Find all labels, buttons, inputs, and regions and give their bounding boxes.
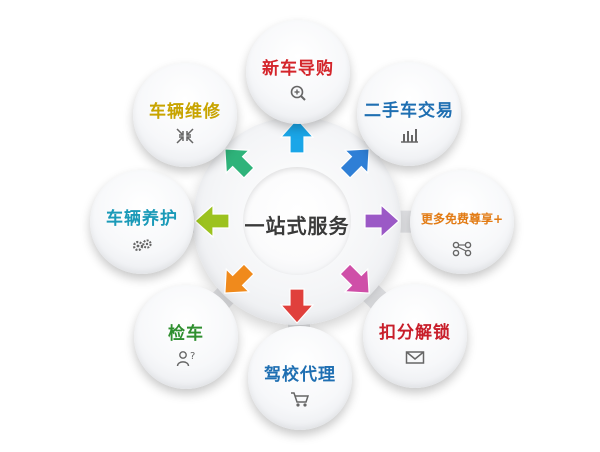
node-label: 驾校代理 bbox=[264, 365, 336, 385]
direction-arrow bbox=[279, 118, 315, 154]
arrow-shape bbox=[279, 288, 315, 324]
node-license-points[interactable]: 扣分解锁 bbox=[363, 284, 467, 388]
node-car-repair[interactable]: 车辆维修 bbox=[133, 63, 237, 167]
node-new-car-guide[interactable]: 新车导购 bbox=[246, 20, 350, 124]
center-hub bbox=[243, 167, 351, 275]
node-label: 二手车交易 bbox=[364, 101, 454, 121]
node-driving-school[interactable]: 驾校代理 bbox=[248, 326, 352, 430]
bar-chart-icon bbox=[398, 126, 420, 144]
node-label: 扣分解锁 bbox=[379, 323, 451, 343]
direction-arrow bbox=[339, 148, 370, 179]
direction-arrow bbox=[224, 263, 255, 294]
cart-icon bbox=[289, 390, 311, 408]
direction-arrow bbox=[224, 148, 255, 179]
arrow-shape bbox=[339, 263, 370, 294]
svg-text:?: ? bbox=[190, 351, 195, 362]
node-used-car-trade[interactable]: 二手车交易 bbox=[357, 62, 461, 166]
node-label: 车辆维修 bbox=[149, 102, 221, 122]
node-car-inspection[interactable]: 检车 ? bbox=[134, 285, 238, 389]
arrow-shape bbox=[224, 148, 255, 179]
node-label: 更多免费尊享+ bbox=[420, 212, 504, 226]
node-more-free[interactable]: 更多免费尊享+ bbox=[410, 170, 514, 274]
direction-arrow bbox=[364, 203, 400, 239]
user-question-icon: ? bbox=[175, 349, 197, 367]
node-car-care[interactable]: 车辆养护 bbox=[90, 170, 194, 274]
arrow-shape bbox=[339, 148, 370, 179]
gears-icon bbox=[131, 236, 153, 254]
arrow-shape bbox=[279, 118, 315, 154]
direction-arrow bbox=[194, 203, 230, 239]
mail-icon bbox=[404, 348, 426, 366]
center-title: 一站式服务 bbox=[244, 214, 350, 238]
arrow-shape bbox=[194, 203, 230, 239]
arrow-shape bbox=[224, 263, 255, 294]
direction-arrow bbox=[339, 263, 370, 294]
node-label: 新车导购 bbox=[262, 59, 334, 79]
direction-arrow bbox=[279, 288, 315, 324]
node-label: 检车 bbox=[168, 324, 204, 344]
zoom-in-icon bbox=[287, 84, 309, 102]
network-icon bbox=[451, 240, 473, 258]
node-label: 车辆养护 bbox=[106, 209, 178, 229]
collapse-arrows-icon bbox=[174, 127, 196, 145]
arrow-shape bbox=[364, 203, 400, 239]
